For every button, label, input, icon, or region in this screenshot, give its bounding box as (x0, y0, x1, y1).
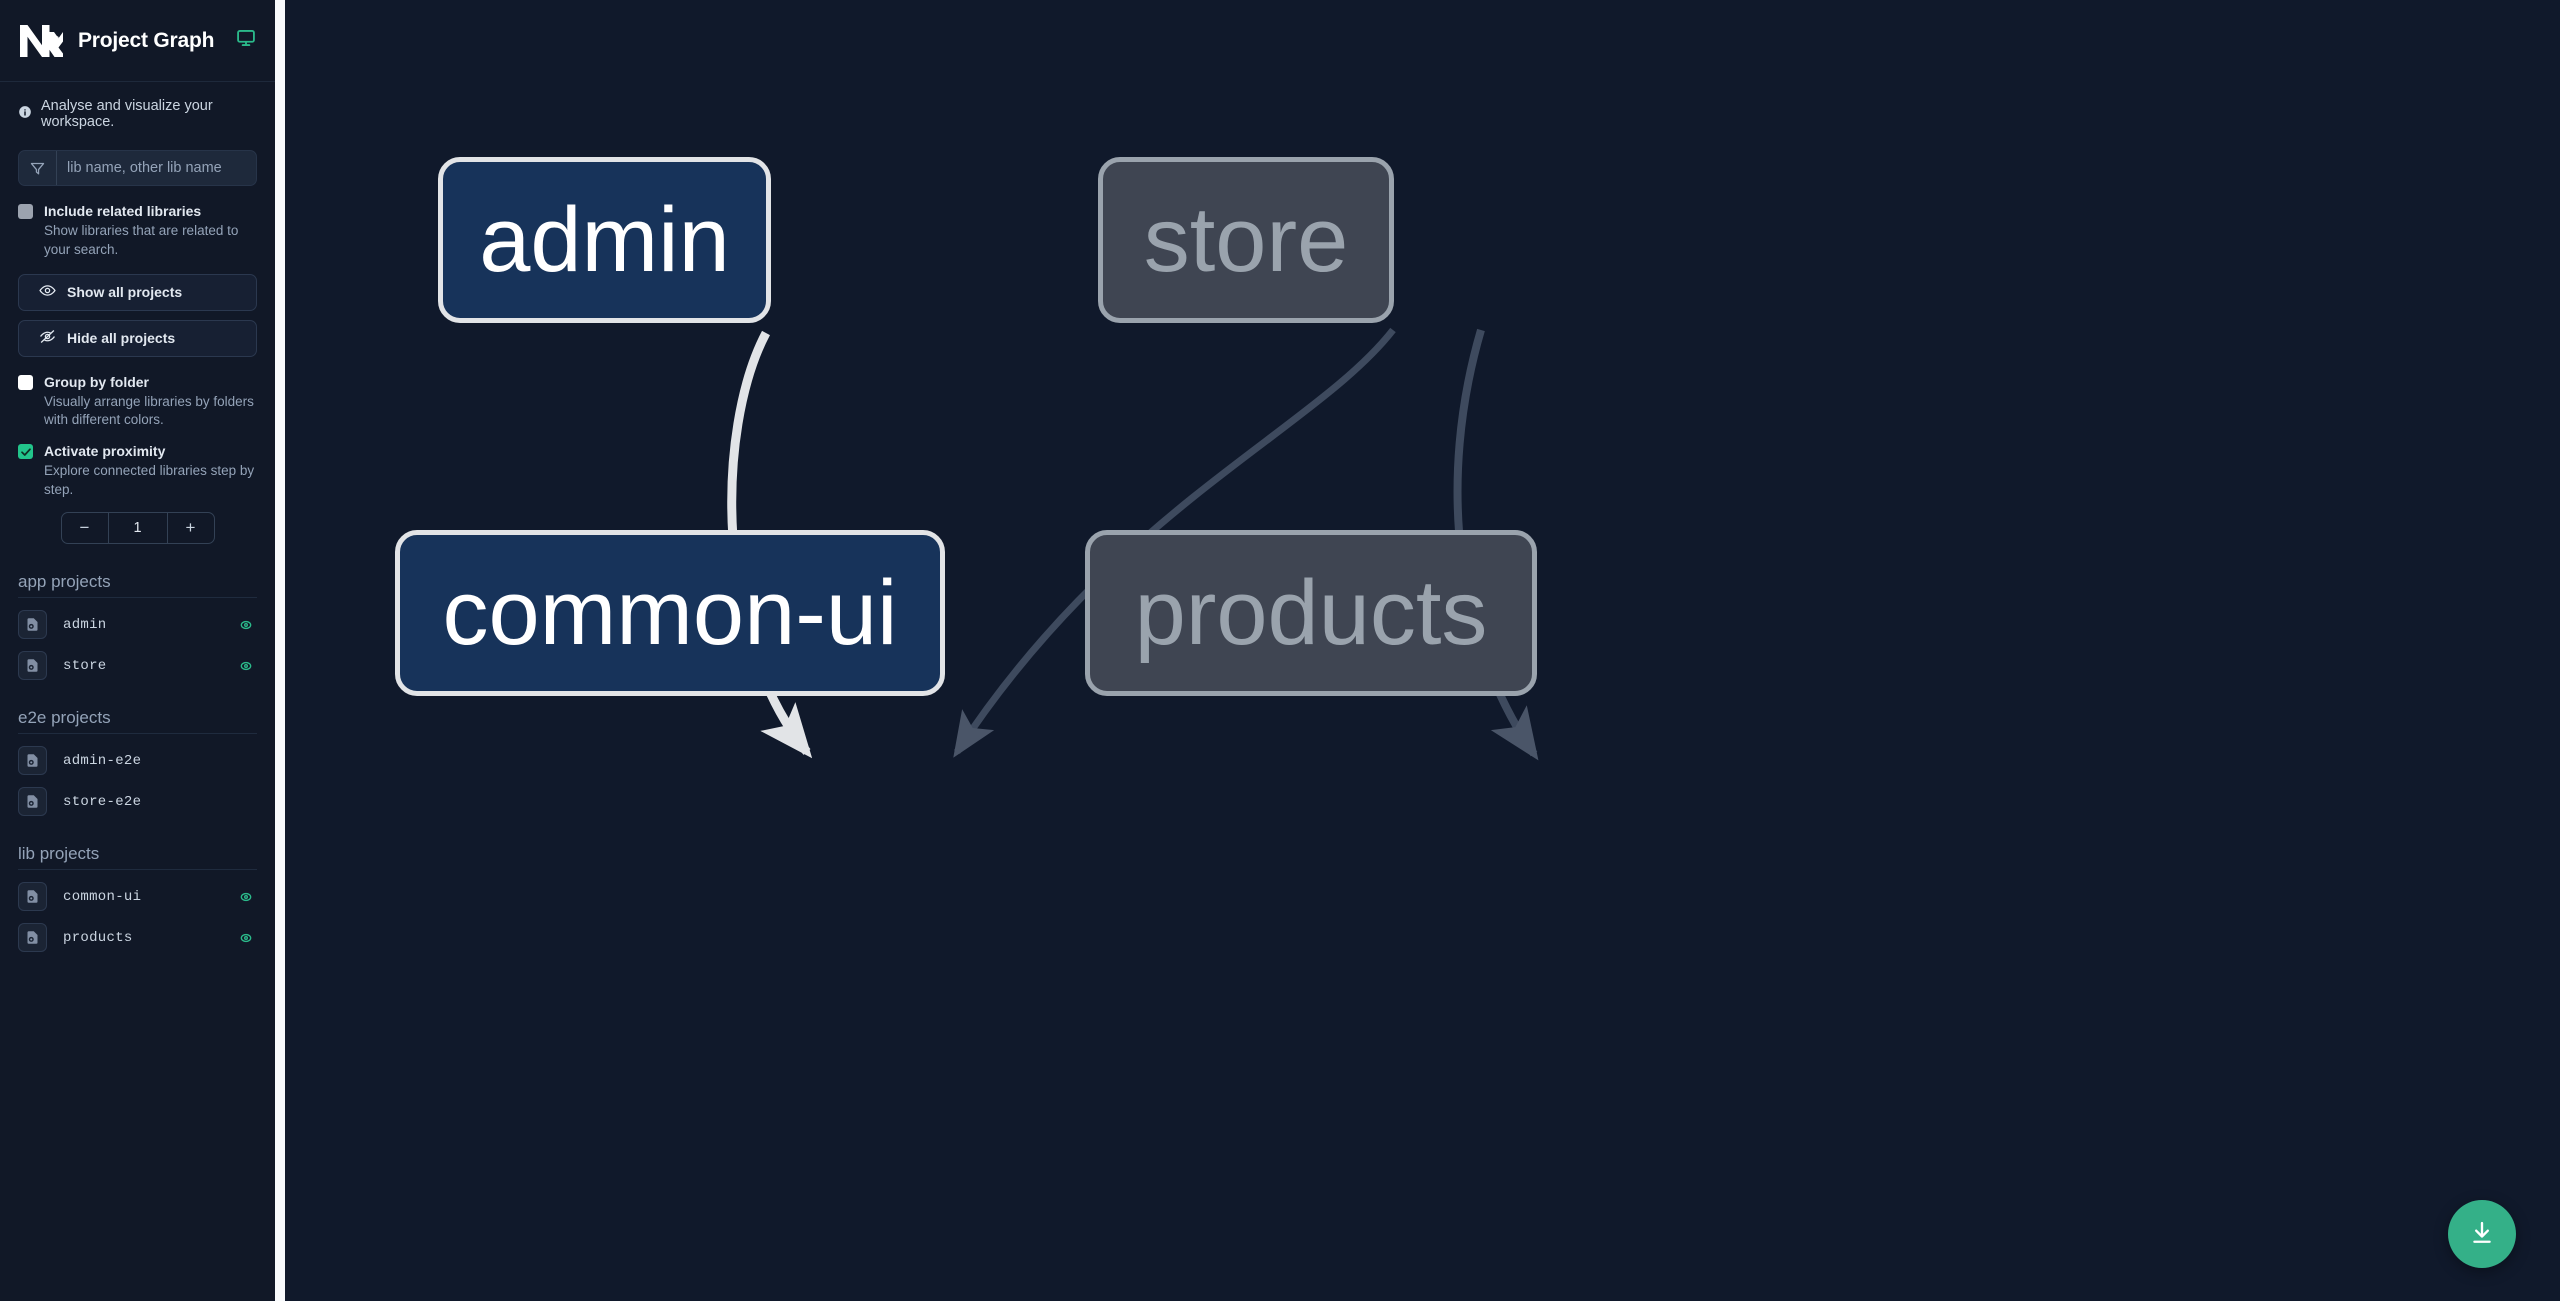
proximity-decrement-button[interactable]: − (62, 513, 108, 543)
project-row-store-e2e[interactable]: store-e2e (18, 781, 257, 822)
download-graph-button[interactable] (2448, 1200, 2516, 1268)
project-file-icon (18, 787, 47, 817)
group-by-folder-label: Group by folder (44, 373, 149, 390)
eye-visible-icon[interactable] (235, 930, 257, 946)
project-groups: app projects admin (0, 544, 275, 980)
proximity-value: 1 (133, 520, 142, 537)
stepper-divider (166, 513, 168, 544)
proximity-stepper-wrap: − 1 + (0, 500, 275, 545)
group-lib-projects: lib projects common-ui (18, 844, 257, 958)
proximity-increment-button[interactable]: + (168, 513, 214, 543)
include-related-option: Include related libraries Show libraries… (0, 186, 275, 260)
download-icon (2468, 1219, 2496, 1250)
activate-proximity-label: Activate proximity (44, 443, 166, 460)
tagline-text: Analyse and visualize your workspace. (41, 98, 213, 130)
project-file-icon (18, 746, 47, 776)
graph-node-label: products (1134, 562, 1488, 664)
eye-visible-icon[interactable] (235, 617, 257, 633)
project-name: products (63, 929, 133, 946)
project-row-store[interactable]: store (18, 645, 257, 686)
project-row-admin-e2e[interactable]: admin-e2e (18, 740, 257, 781)
filter-icon[interactable] (19, 151, 57, 185)
eye-icon (39, 282, 56, 302)
eye-visible-icon[interactable] (235, 658, 257, 674)
sidebar-header: Project Graph (0, 0, 275, 82)
checkbox-unchecked-icon[interactable] (18, 374, 33, 390)
proximity-stepper: − 1 + (60, 512, 215, 545)
project-row-products[interactable]: products (18, 917, 257, 958)
graph-node-label: store (1143, 189, 1349, 291)
nx-logo-icon (18, 19, 64, 63)
project-file-icon (18, 882, 47, 912)
project-file-icon (18, 610, 47, 640)
activate-proximity-option: Activate proximity Explore connected lib… (0, 430, 275, 500)
checkbox-unchecked-icon[interactable] (18, 204, 33, 219)
project-name: admin (63, 616, 107, 633)
eye-visible-icon[interactable] (235, 889, 257, 905)
group-e2e-projects: e2e projects admin-e2e (18, 708, 257, 822)
monitor-icon[interactable] (236, 28, 256, 53)
group-heading: app projects (18, 572, 257, 599)
project-name: store-e2e (63, 793, 142, 810)
group-by-folder-desc: Visually arrange libraries by folders wi… (44, 393, 254, 428)
activate-proximity-desc: Explore connected libraries step by step… (44, 463, 255, 498)
graph-node-label: common-ui (442, 562, 898, 664)
project-row-common-ui[interactable]: common-ui (18, 876, 257, 917)
project-file-icon (18, 651, 47, 681)
edge-store-to-common-ui (953, 327, 1396, 758)
hide-all-projects-label: Hide all projects (67, 330, 176, 347)
project-name: admin-e2e (63, 752, 142, 769)
sidebar: Project Graph Analyse and visualize your… (0, 0, 275, 1301)
stepper-divider (107, 513, 109, 544)
project-file-icon (18, 923, 47, 953)
hide-all-projects-button[interactable]: Hide all projects (18, 319, 257, 357)
search-box[interactable] (18, 150, 257, 186)
show-all-projects-label: Show all projects (67, 284, 183, 301)
sidebar-resize-handle[interactable] (275, 0, 285, 1301)
graph-node-admin[interactable]: admin (438, 157, 771, 323)
group-heading: lib projects (18, 844, 257, 871)
include-related-label: Include related libraries (44, 203, 202, 219)
project-name: common-ui (63, 888, 142, 905)
show-all-projects-button[interactable]: Show all projects (18, 273, 257, 311)
graph-node-label: admin (479, 189, 730, 291)
project-row-admin[interactable]: admin (18, 604, 257, 645)
graph-node-common-ui[interactable]: common-ui (395, 530, 945, 696)
graph-node-store[interactable]: store (1098, 157, 1394, 323)
checkbox-checked-icon[interactable] (18, 444, 33, 460)
graph-canvas[interactable]: admin store common-ui products (285, 0, 2560, 1301)
search-section (0, 136, 275, 186)
tagline: Analyse and visualize your workspace. (0, 82, 275, 136)
visibility-buttons: Show all projects Hide all projects (0, 260, 275, 357)
group-heading: e2e projects (18, 708, 257, 735)
include-related-desc: Show libraries that are related to your … (44, 222, 239, 257)
project-name: store (63, 657, 107, 674)
group-app-projects: app projects admin (18, 572, 257, 686)
search-input[interactable] (57, 151, 256, 185)
group-by-folder-option: Group by folder Visually arrange librari… (0, 357, 275, 431)
graph-node-products[interactable]: products (1085, 530, 1537, 696)
eye-off-icon (39, 328, 56, 348)
info-icon (18, 105, 32, 124)
page-title: Project Graph (78, 28, 215, 52)
